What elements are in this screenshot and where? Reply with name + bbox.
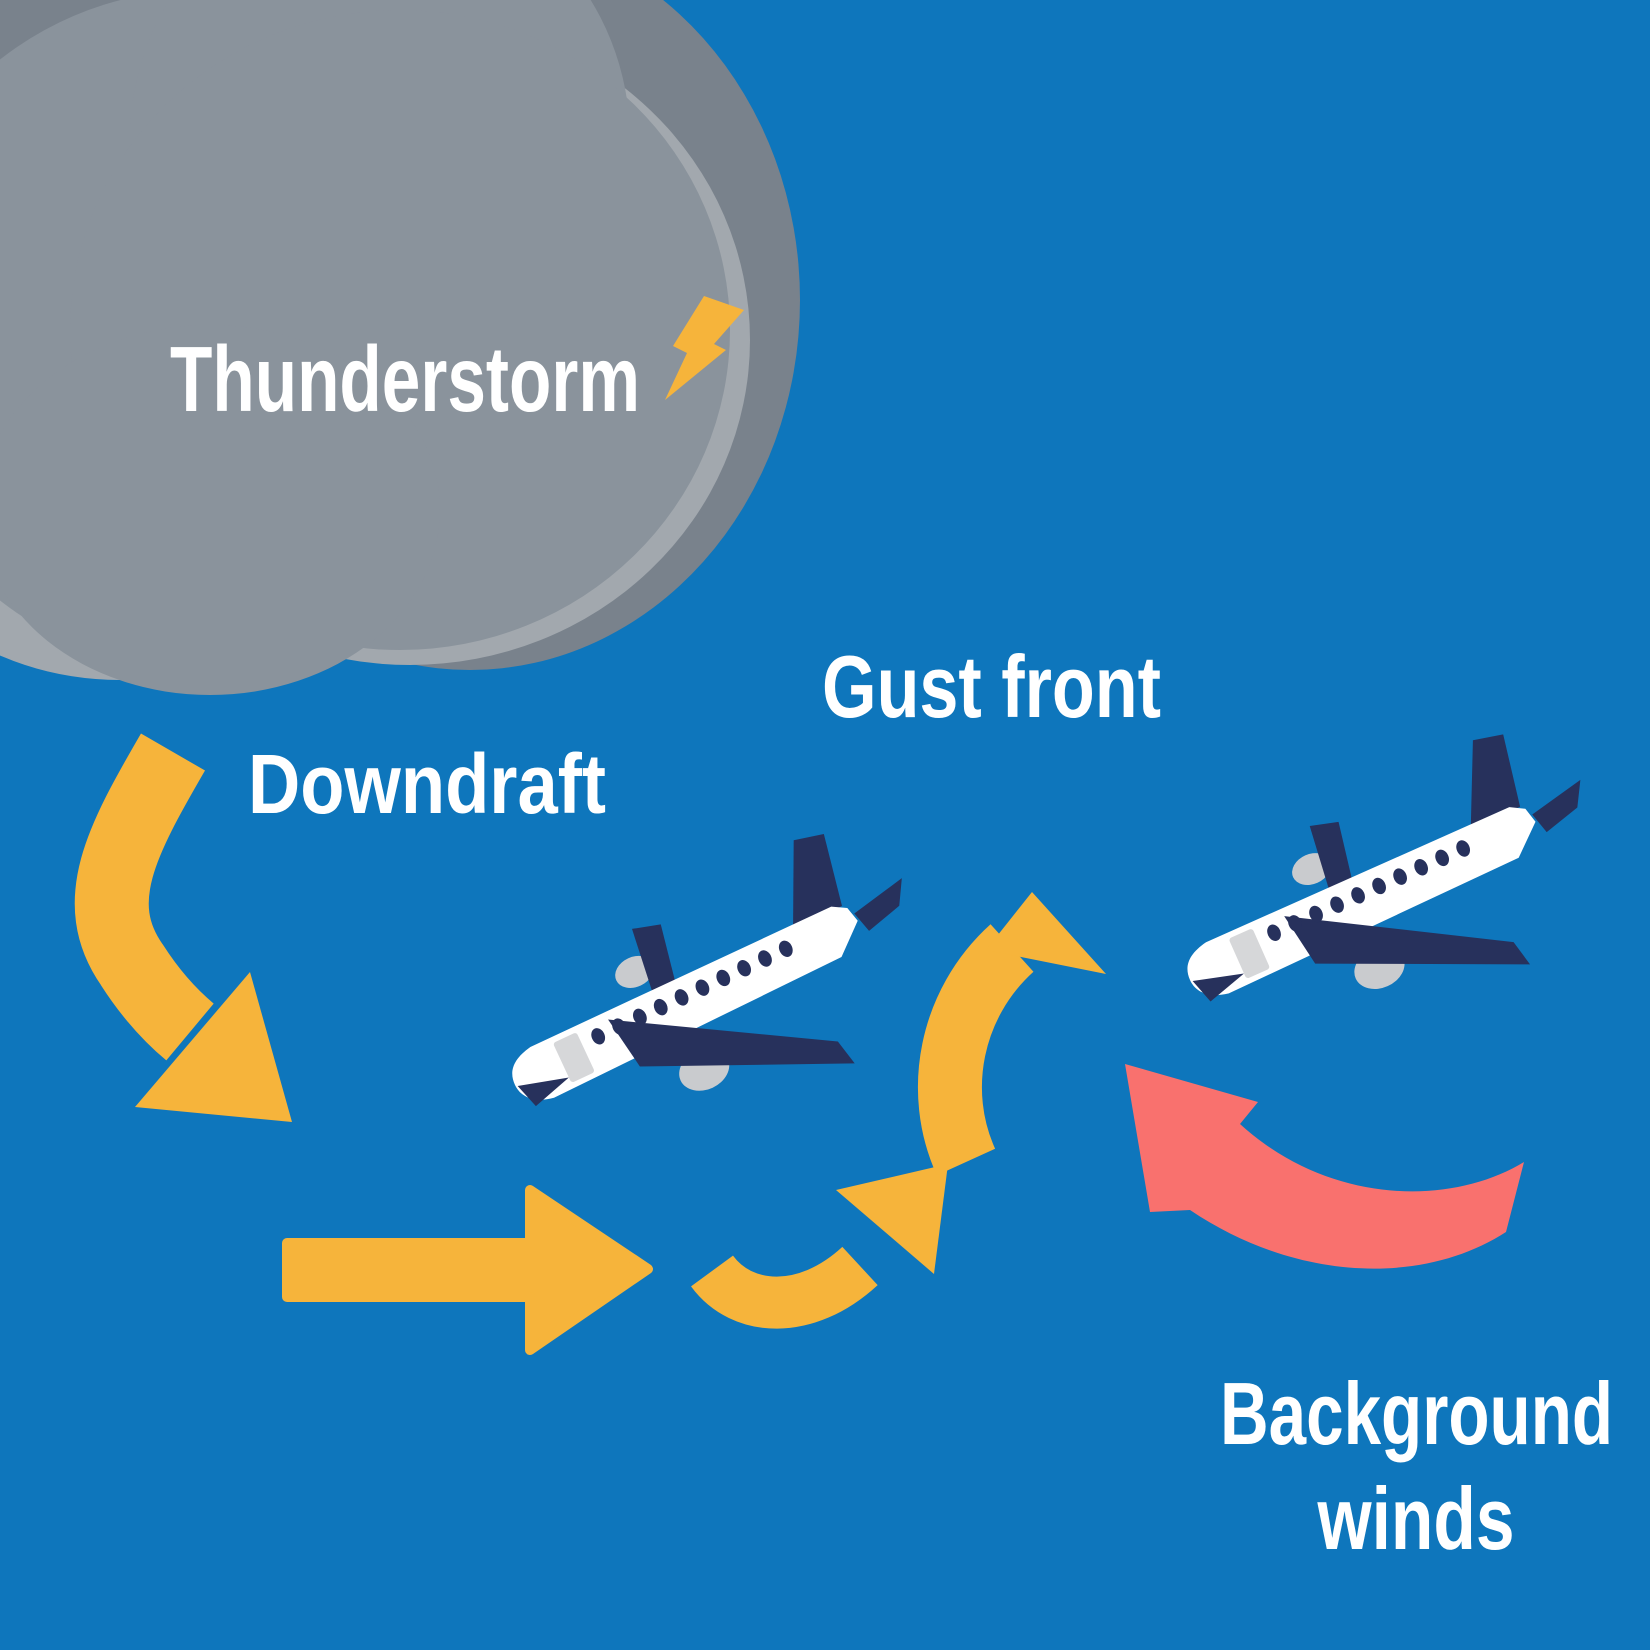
swoosh-arrowhead: [836, 1164, 948, 1274]
background-winds-line1: Background: [1220, 1364, 1613, 1463]
outflow-arrow: [282, 1185, 653, 1355]
gust-front-label: Gust front: [822, 637, 1161, 736]
background-winds-label: Background winds: [1220, 1364, 1613, 1568]
airplane-climbing-icon: [1147, 706, 1641, 1094]
background-winds-line2: winds: [1317, 1469, 1515, 1568]
lightning-bolt-icon: [665, 296, 744, 400]
airplane-descending-icon: [471, 805, 965, 1198]
downdraft-arrow: [74, 733, 292, 1122]
downdraft-arrowhead: [135, 972, 292, 1122]
downdraft-arrow-body: [74, 733, 215, 1061]
background-wind-arrow: [1125, 1064, 1524, 1269]
downdraft-label: Downdraft: [248, 737, 606, 831]
cloud-mid-lower-lobe: [0, 325, 440, 695]
updraft-swoosh-arrow: [691, 1164, 948, 1329]
thunderstorm-label: Thunderstorm: [170, 327, 640, 431]
gust-front-arrow-body: [918, 924, 1035, 1176]
gust-front-arrowhead: [986, 892, 1106, 974]
gust-front-arrow: [918, 892, 1106, 1176]
storm-cloud-icon: [0, 0, 800, 695]
swoosh-arrow-body: [691, 1246, 878, 1329]
